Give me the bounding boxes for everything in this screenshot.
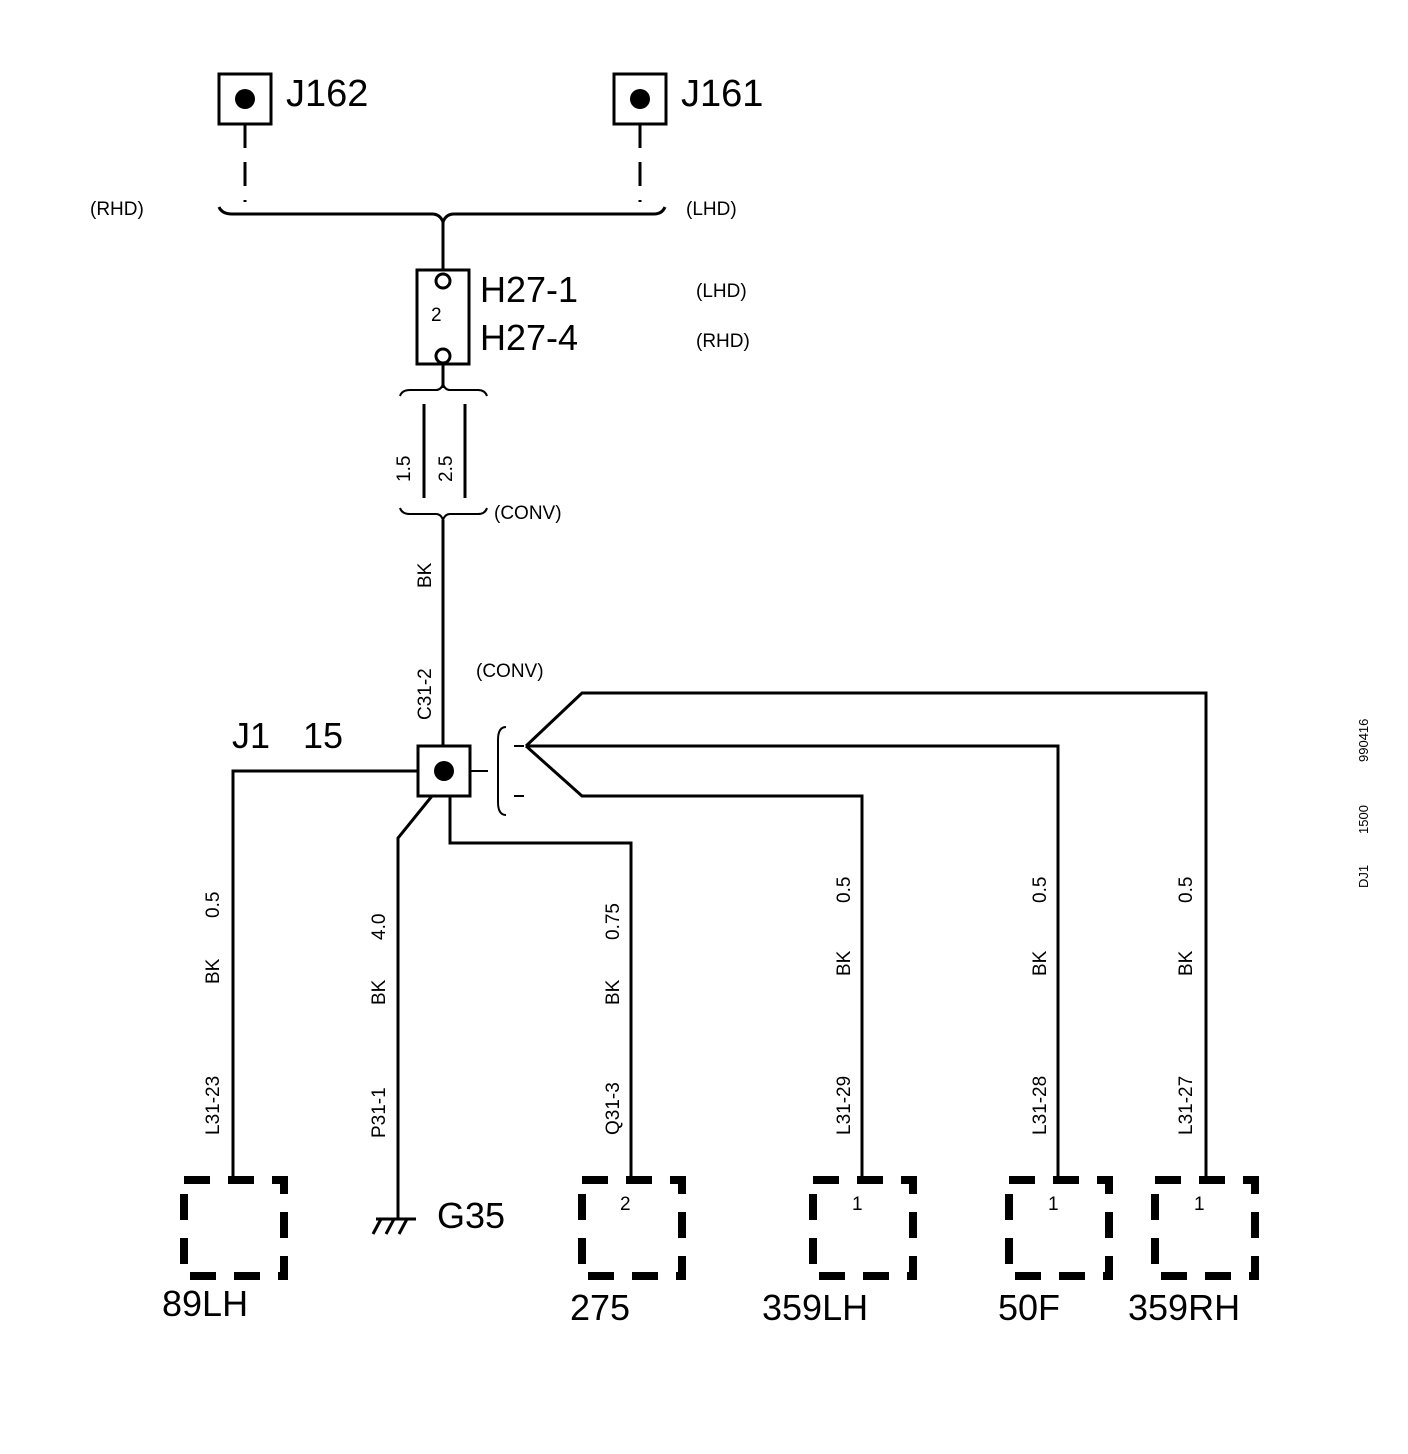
connector-j162: J162 [217, 72, 368, 126]
j161-label: J161 [681, 73, 763, 115]
branch-50f-color: BK [1030, 950, 1051, 976]
size-1-5-label: 1.5 [394, 456, 415, 482]
rhd-label-top: (RHD) [90, 199, 144, 220]
component-89lh-box [180, 1176, 288, 1280]
fuse-number: 2 [431, 305, 442, 326]
wire-to-50f [526, 744, 1060, 1180]
fuse-rhd-label: (RHD) [696, 331, 750, 352]
side-code-number: 1500 [1356, 805, 1371, 834]
rhd-lhd-brace [217, 206, 667, 227]
junction-connector-label: C31-2 [415, 668, 436, 720]
fuse-h27: 2 [415, 268, 471, 366]
wire-to-275 [448, 796, 633, 1180]
upper-size-brace [399, 380, 488, 397]
wire-to-359lh [525, 744, 864, 1180]
component-359lh-pin-no: 1 [852, 1194, 863, 1215]
component-359lh-label: 359LH [762, 1287, 868, 1328]
wire-to-89lh [231, 769, 418, 1180]
lower-size-brace [399, 507, 488, 524]
branch-275-size: 0.75 [603, 903, 624, 940]
size-2-5-label: 2.5 [436, 456, 457, 482]
component-359rh-pin-no: 1 [1194, 1194, 1205, 1215]
component-50f-pin-no: 1 [1048, 1194, 1059, 1215]
component-89lh-label: 89LH [162, 1283, 248, 1324]
component-275-label: 275 [570, 1287, 630, 1328]
junction-15-label: 15 [303, 715, 343, 756]
branch-89lh-size: 0.5 [203, 892, 224, 918]
branch-359rh-size: 0.5 [1176, 877, 1197, 903]
component-275-pin-no: 2 [620, 1194, 631, 1215]
branch-359lh-pin: L31-29 [834, 1076, 855, 1135]
side-code-id: DJ1 [1356, 865, 1371, 888]
j162-label: J162 [286, 73, 368, 115]
wire-to-359rh [524, 691, 1208, 1180]
component-50f-box [1005, 1176, 1113, 1280]
fuse-lhd-label: (LHD) [696, 281, 747, 302]
connector-j161: J161 [612, 72, 763, 126]
branch-275-pin: Q31-3 [603, 1082, 624, 1135]
branch-275-color: BK [603, 979, 624, 1005]
branch-g35-color: BK [369, 979, 390, 1005]
branch-g35-pin: P31-1 [369, 1087, 390, 1138]
side-code-date: 990416 [1356, 719, 1371, 762]
component-g35-label: G35 [437, 1195, 505, 1236]
conv-label-upper: (CONV) [494, 503, 562, 524]
junction-j1-label: J1 [232, 715, 270, 756]
branch-g35-size: 4.0 [369, 914, 390, 940]
component-359rh-box [1151, 1176, 1259, 1280]
fuse-h27-1-label: H27-1 [480, 269, 578, 310]
wire-to-g35 [396, 795, 434, 1219]
fuse-h27-4-label: H27-4 [480, 317, 578, 358]
junction-j1 [416, 744, 472, 798]
conv-junction-brace [497, 726, 507, 816]
branch-50f-pin: L31-28 [1030, 1076, 1051, 1135]
branch-89lh-color: BK [203, 958, 224, 984]
branch-89lh-pin: L31-23 [203, 1076, 224, 1135]
branch-50f-size: 0.5 [1030, 877, 1051, 903]
conv-label-junction: (CONV) [476, 661, 544, 682]
main-wire-color: BK [415, 562, 436, 588]
component-50f-label: 50F [998, 1287, 1060, 1328]
ground-icon [371, 1217, 416, 1235]
branch-359rh-color: BK [1176, 950, 1197, 976]
component-359rh-label: 359RH [1128, 1287, 1240, 1328]
branch-359lh-size: 0.5 [834, 877, 855, 903]
component-359lh-box [809, 1176, 917, 1280]
branch-359rh-pin: L31-27 [1176, 1076, 1197, 1135]
component-275-box [578, 1176, 686, 1280]
lhd-label-top: (LHD) [686, 199, 737, 220]
branch-359lh-color: BK [834, 950, 855, 976]
